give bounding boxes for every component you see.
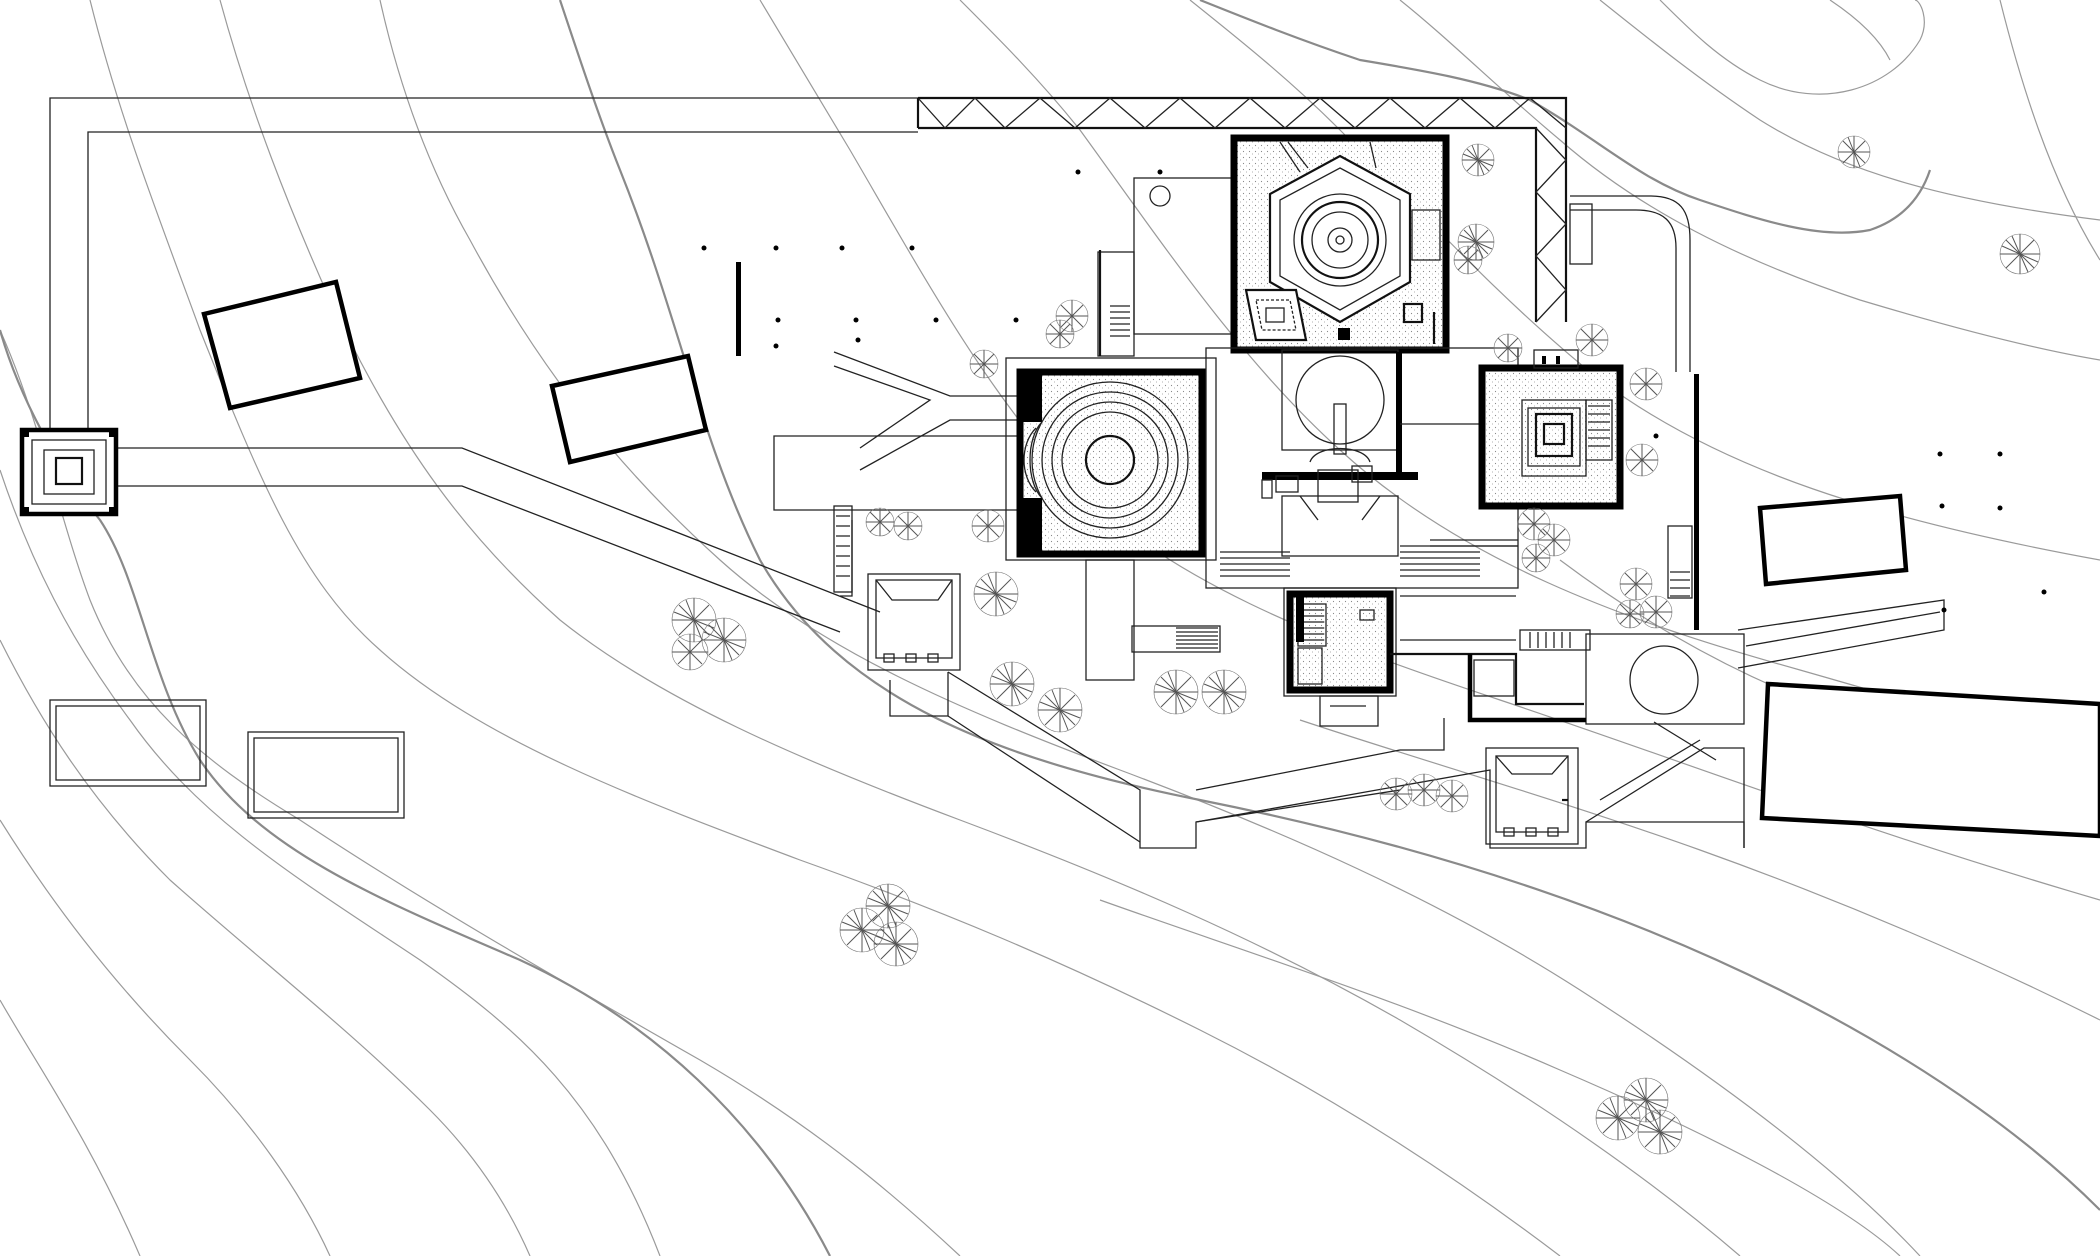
circular-hall <box>1005 357 1221 681</box>
gate-pavilion <box>19 427 119 517</box>
small-stair-tower <box>1283 587 1397 727</box>
southwest-small-pavilion <box>833 505 961 671</box>
site-walkways <box>49 97 1945 849</box>
east-round-plaza <box>1390 629 1745 845</box>
hexagonal-court-building <box>1097 134 1450 357</box>
truss-bridge <box>916 96 1568 323</box>
rectangles-sw <box>49 699 405 819</box>
square-pavilion-east <box>1478 203 1699 630</box>
tree-symbols <box>671 135 2041 1155</box>
rotated-pavilions <box>201 279 2100 839</box>
bollard-dots <box>701 169 2047 613</box>
